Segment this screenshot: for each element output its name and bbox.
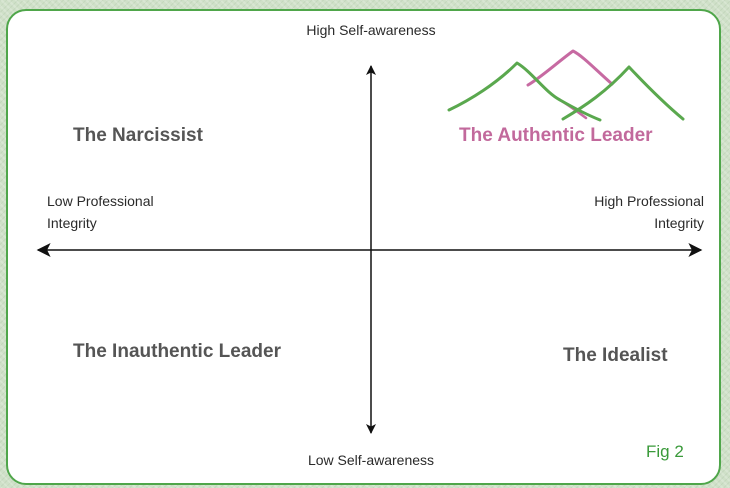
bottom-axis-label: Low Self-awareness [307,452,435,468]
left-axis-label-line1: Low Professional [47,193,154,209]
quadrant-narcissist: The Narcissist [73,125,203,146]
figure-label: Fig 2 [646,442,684,461]
quadrant-authentic-leader: The Authentic Leader [459,125,653,146]
left-axis-label-line2: Integrity [47,215,97,231]
mountain-pink-ridge [526,49,614,87]
mountain-green-ridge-left [447,61,602,122]
mountain-logo [447,49,685,122]
right-axis-label-line2: Integrity [654,215,704,231]
top-axis-label: High Self-awareness [306,22,436,38]
right-axis-label: High Professional Integrity [594,190,704,234]
right-axis-label-line1: High Professional [594,193,704,209]
quadrant-idealist: The Idealist [563,345,668,366]
quadrant-inauthentic-leader: The Inauthentic Leader [73,341,281,362]
mountain-green-ridge-right [561,65,685,121]
left-axis-label: Low Professional Integrity [47,190,154,234]
